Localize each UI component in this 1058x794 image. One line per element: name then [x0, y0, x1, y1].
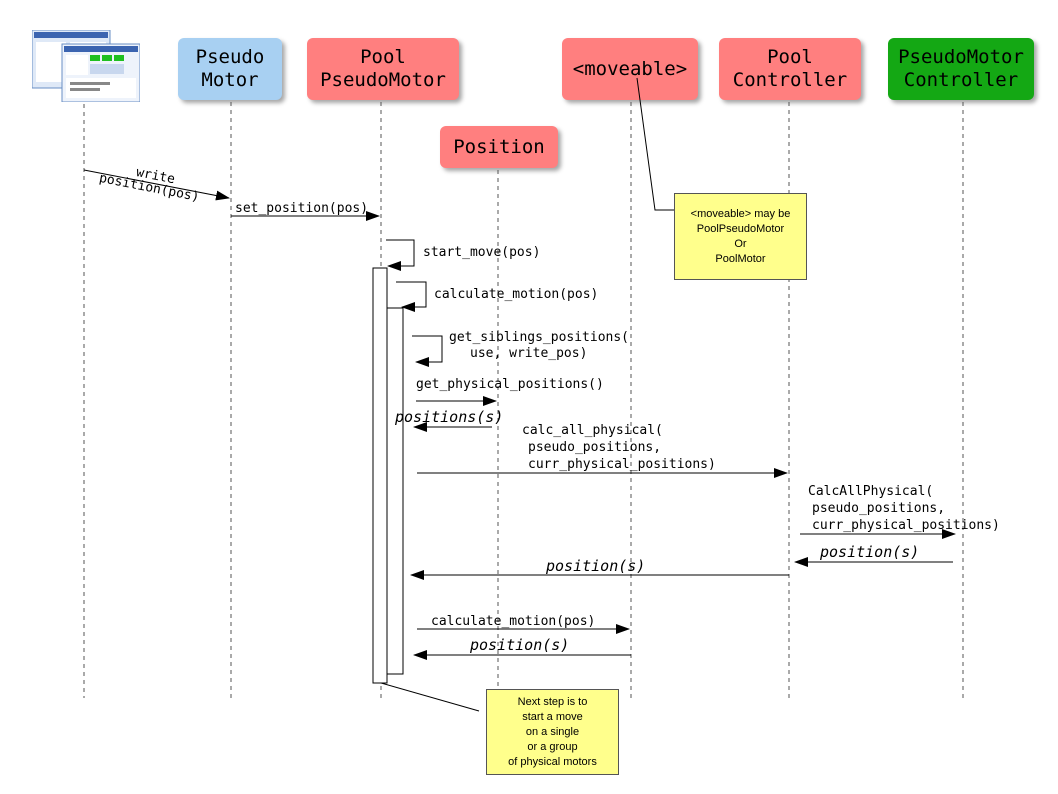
label-moveable-return: position(s): [469, 636, 569, 654]
label-get-siblings-line-1: get_siblings_positions(: [449, 330, 629, 345]
label-set-position: set_position(pos): [235, 201, 368, 216]
note-moveable: <moveable> may be PoolPseudoMotor Or Poo…: [674, 193, 807, 280]
label-write: write: [135, 165, 176, 187]
label-CalcAllPhysical-line-2: pseudo_positions,: [812, 501, 945, 516]
note-moveable-line-4: PoolMotor: [715, 252, 766, 265]
note-next-step-line-3: on a single: [525, 725, 580, 738]
label-calculate-motion-self: calculate_motion(pos): [434, 287, 598, 302]
note-moveable-line-3: Or: [734, 237, 747, 250]
arrow-calculate-motion-self: [396, 281, 427, 312]
actor-pool-pseudo-motor-line-1: Pool: [360, 46, 406, 68]
actor-pool-controller: Pool Controller: [719, 38, 861, 100]
label-CalcAllPhysical-line-1: CalcAllPhysical(: [808, 484, 933, 499]
label-calc-all-physical-line-1: calc_all_physical(: [522, 423, 663, 438]
note-next-step-line-4: or a group: [527, 740, 578, 753]
label-get-physical-positions: get_physical_positions(): [416, 377, 604, 392]
actor-pool-pseudo-motor-line-2: PseudoMotor: [320, 69, 446, 91]
actor-pseudo-motor: Pseudo Motor: [178, 38, 282, 100]
note-next-step-line-5: of physical motors: [508, 755, 597, 768]
client-app-thumbnail-icon: [32, 30, 140, 102]
connector-next-step-note: [380, 682, 480, 712]
actor-moveable: <moveable>: [562, 38, 698, 100]
note-next-step: Next step is to start a move on a single…: [486, 689, 619, 775]
label-calc-all-physical-line-2: pseudo_positions,: [528, 440, 661, 455]
actor-pseudo-motor-controller-line-2: Controller: [903, 69, 1019, 91]
arrow-write-position: [83, 169, 230, 201]
actor-pseudo-motor-line-1: Pseudo: [195, 46, 265, 68]
note-moveable-line-2: PoolPseudoMotor: [696, 222, 785, 235]
label-pool-ctrl-return: position(s): [545, 557, 645, 575]
activation-calculate-motion: [386, 307, 404, 675]
label-start-move: start_move(pos): [423, 245, 540, 260]
actor-pool-pseudo-motor: Pool PseudoMotor: [307, 38, 459, 100]
actor-pseudo-motor-controller: PseudoMotor Controller: [888, 38, 1034, 100]
label-positions-return: positions(s): [394, 408, 503, 426]
actor-moveable-line-1: <moveable>: [572, 57, 688, 80]
label-calc-all-physical-line-3: curr_physical_positions): [528, 457, 716, 472]
note-next-step-line-1: Next step is to: [517, 695, 588, 708]
actor-pool-controller-line-2: Controller: [732, 69, 848, 91]
actor-pool-controller-line-1: Pool: [767, 46, 813, 68]
actor-pseudo-motor-controller-line-1: PseudoMotor: [898, 46, 1024, 68]
actor-position: Position: [440, 126, 558, 168]
label-ctrl-return: position(s): [819, 543, 919, 561]
label-get-siblings-line-2: use, write_pos): [470, 346, 587, 361]
label-calculate-motion-moveable: calculate_motion(pos): [431, 614, 595, 629]
arrow-get-siblings-positions: [412, 335, 443, 367]
activation-start-move: [372, 267, 388, 684]
connector-moveable-note: [636, 77, 675, 211]
actor-position-line-1: Position: [453, 135, 545, 158]
actor-pseudo-motor-line-2: Motor: [201, 69, 259, 91]
note-moveable-line-1: <moveable> may be: [690, 207, 791, 220]
arrow-start-move: [386, 239, 415, 271]
note-next-step-line-2: start a move: [522, 710, 583, 723]
label-CalcAllPhysical-line-3: curr_physical_positions): [812, 518, 1000, 533]
